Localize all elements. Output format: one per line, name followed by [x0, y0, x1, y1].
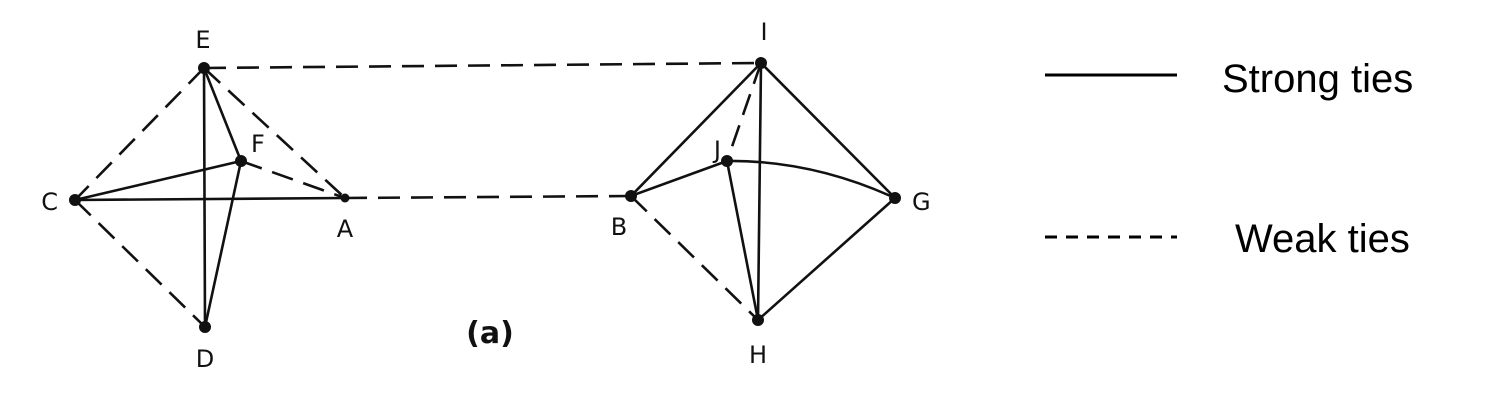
node-j-label: J: [712, 136, 721, 164]
legend-strong-label: Strong ties: [1222, 57, 1413, 101]
node-h-dot: [752, 314, 764, 326]
node-i-label: I: [760, 18, 767, 46]
node-a-dot: [340, 193, 350, 203]
edge-weak-e-c: [74, 67, 205, 201]
edge-weak-i-j: [725, 62, 763, 162]
edge-strong-i-h: [756, 61, 763, 322]
edge-strong-i-g: [759, 61, 897, 200]
node-b-dot: [625, 190, 637, 202]
node-a-label: A: [337, 215, 354, 243]
edge-strong-i-b: [629, 61, 763, 198]
node-b-label: B: [611, 213, 627, 241]
node-c-label: C: [41, 188, 58, 216]
node-j-dot: [721, 155, 733, 167]
node-e-dot: [198, 62, 210, 74]
node-d-label: D: [196, 345, 214, 373]
edge-weak-a-b: [344, 194, 632, 200]
edge-strong-g-h: [756, 196, 897, 322]
edge-strong-c-f: [73, 159, 243, 202]
edge-strong-c-a: [73, 196, 347, 202]
edge-weak-e-a: [203, 67, 346, 199]
edge-strong-e-f: [202, 66, 243, 163]
edge-weak-e-i: [203, 61, 762, 70]
edge-strong-j-b: [629, 159, 729, 198]
edge-weak-b-h: [630, 195, 759, 321]
node-f-dot: [235, 155, 247, 167]
node-h-label: H: [749, 341, 767, 369]
edge-strong-f-d: [203, 159, 243, 329]
edges-layer: [73, 61, 897, 329]
legend-weak-label: Weak ties: [1235, 217, 1410, 261]
figure-caption: (a): [466, 316, 514, 351]
node-i-dot: [755, 57, 767, 69]
node-e-label: E: [195, 26, 210, 54]
edge-strong-j-h: [725, 159, 760, 322]
node-g-label: G: [912, 188, 931, 216]
node-f-label: F: [251, 130, 265, 158]
node-d-dot: [199, 321, 211, 333]
node-c-dot: [69, 194, 81, 206]
edge-strong-j-g: [725, 159, 897, 200]
node-g-dot: [889, 192, 901, 204]
edge-weak-c-d: [74, 199, 206, 328]
edge-weak-f-a: [240, 159, 346, 200]
nodes-layer: E I F J C A B G D H: [41, 18, 930, 373]
edge-strong-e-d: [202, 66, 207, 329]
legend: Strong ties Weak ties: [1045, 57, 1413, 261]
